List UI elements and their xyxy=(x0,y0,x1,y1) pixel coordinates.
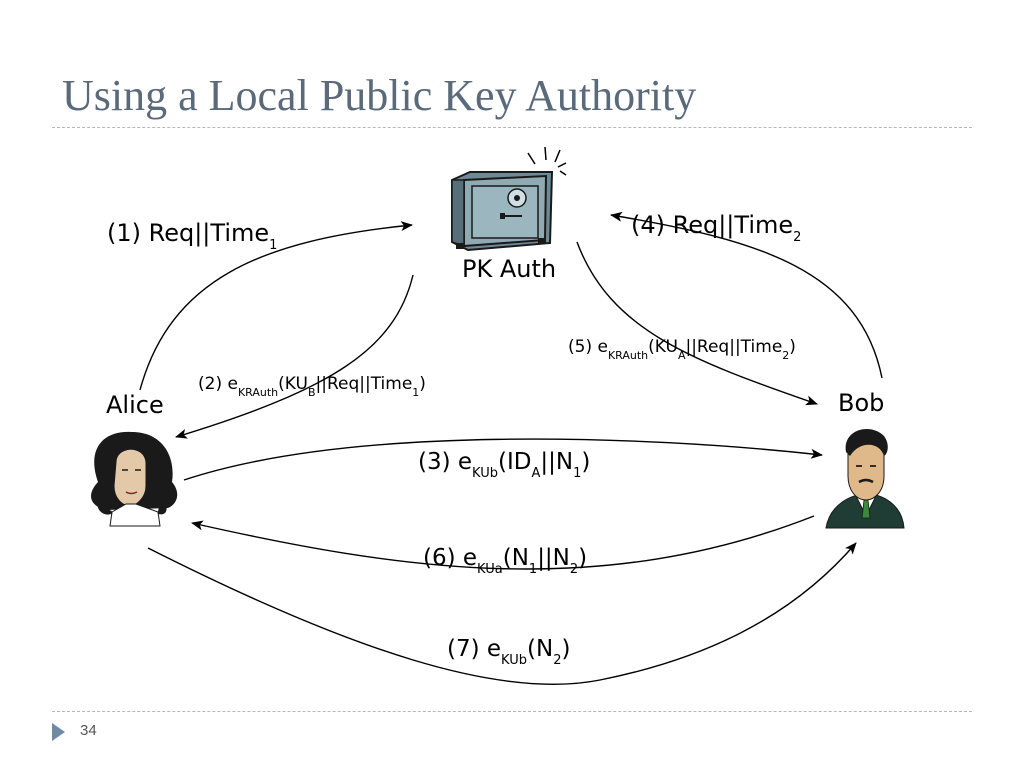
message-1-label: (1) Req||Time1 xyxy=(107,219,277,253)
arrow-1 xyxy=(139,221,413,391)
arrow-7 xyxy=(147,542,857,685)
alice-label: Alice xyxy=(106,391,164,419)
sparkle-icon xyxy=(527,146,567,176)
arrow-2 xyxy=(175,274,414,439)
message-7-label: (7) eKUb(N2) xyxy=(447,636,570,668)
arrow-6 xyxy=(191,515,815,570)
safe-icon xyxy=(451,146,567,252)
alice-portrait-icon xyxy=(91,431,178,527)
message-5-label: (5) eKRAuth(KUA||Req||Time2) xyxy=(568,337,796,362)
title-divider xyxy=(52,127,972,128)
message-3-label: (3) eKUb(IDA||N1) xyxy=(418,449,590,481)
arrow-3 xyxy=(183,438,823,481)
pk-auth-label: PK Auth xyxy=(462,255,556,283)
footer-triangle-icon xyxy=(52,723,65,741)
message-2-label: (2) eKRAuth(KUB||Req||Time1) xyxy=(198,374,426,399)
arrow-4 xyxy=(610,211,883,379)
slide-title: Using a Local Public Key Authority xyxy=(62,71,697,120)
bob-label: Bob xyxy=(838,389,884,417)
message-6-label: (6) eKUa(N1||N2) xyxy=(423,545,587,577)
arrow-5 xyxy=(576,241,818,406)
bob-portrait-icon xyxy=(825,429,905,529)
page-number: 34 xyxy=(80,722,97,739)
message-4-label: (4) Req||Time2 xyxy=(631,211,801,245)
footer-divider xyxy=(52,711,972,712)
